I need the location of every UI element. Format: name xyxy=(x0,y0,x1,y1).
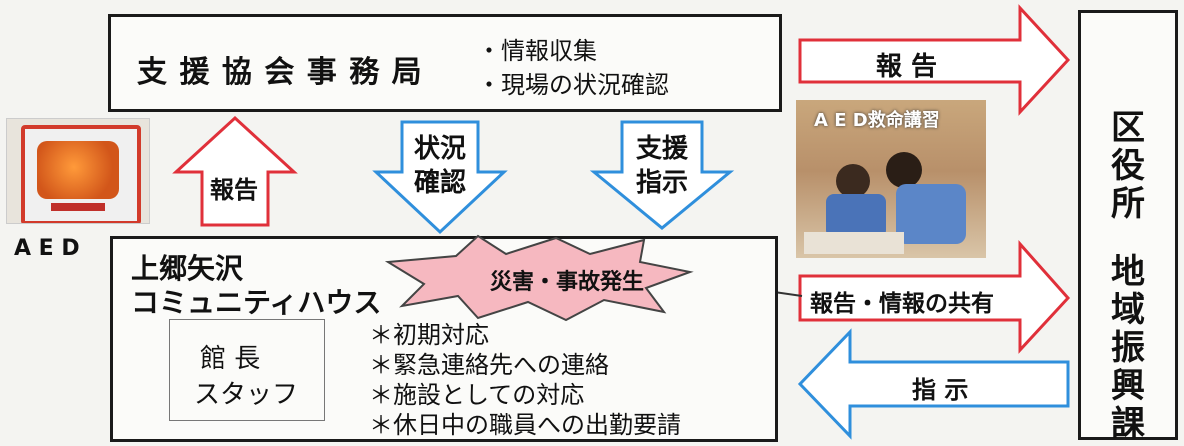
status-check-label-2: 確認 xyxy=(414,168,467,198)
instruction-arrow-left xyxy=(797,328,1070,440)
staff-box: 館 長 スタッフ xyxy=(169,319,325,421)
community-house-box: 上郷矢沢 コミュニティハウス 館 長 スタッフ ＊初期対応 ＊緊急連絡先への連絡… xyxy=(110,236,778,442)
staff-line-1: 館 長 xyxy=(200,344,261,374)
report-up-label: 報告 xyxy=(210,176,258,204)
action-3: ＊施設としての対応 xyxy=(369,381,585,409)
support-association-office-box: 支 援 協 会 事 務 局 ・情報収集 ・現場の状況確認 xyxy=(108,14,782,112)
training-caption: A E D救命講習 xyxy=(814,110,940,131)
aed-training-photo: A E D救命講習 xyxy=(796,100,986,258)
office-bullet-1: ・情報収集 xyxy=(477,37,597,65)
report-share-arrow-right xyxy=(798,240,1071,354)
aed-caption: A E D xyxy=(14,236,80,261)
status-check-arrow-down xyxy=(372,120,508,235)
support-instruction-label-2: 指示 xyxy=(636,168,689,198)
staff-line-2: スタッフ xyxy=(194,380,299,410)
ward-office-box: 区 役 所 地 域 振 興 課 xyxy=(1078,10,1178,444)
disaster-label: 災害・事故発生 xyxy=(490,270,645,295)
office-title: 支 援 協 会 事 務 局 xyxy=(137,55,423,90)
report-arrow-up xyxy=(172,115,298,227)
action-4: ＊休日中の職員への出勤要請 xyxy=(369,411,681,439)
report-top-label: 報 告 xyxy=(876,52,938,82)
instruction-label: 指 示 xyxy=(912,376,969,404)
community-house-title-1: 上郷矢沢 xyxy=(131,252,244,285)
status-check-label-1: 状況 xyxy=(414,134,467,164)
ward-office-label: 区 役 所 地 域 振 興 課 xyxy=(1111,108,1145,444)
support-instruction-arrow-down xyxy=(589,120,735,230)
office-bullet-2: ・現場の状況確認 xyxy=(477,71,669,99)
aed-photo xyxy=(6,118,150,224)
report-arrow-right-top xyxy=(798,4,1071,116)
community-house-title-2: コミュニティハウス xyxy=(131,286,382,319)
action-1: ＊初期対応 xyxy=(369,321,489,349)
action-2: ＊緊急連絡先への連絡 xyxy=(369,351,609,379)
report-share-label: 報告・情報の共有 xyxy=(810,291,994,317)
support-instruction-label-1: 支援 xyxy=(636,134,689,164)
